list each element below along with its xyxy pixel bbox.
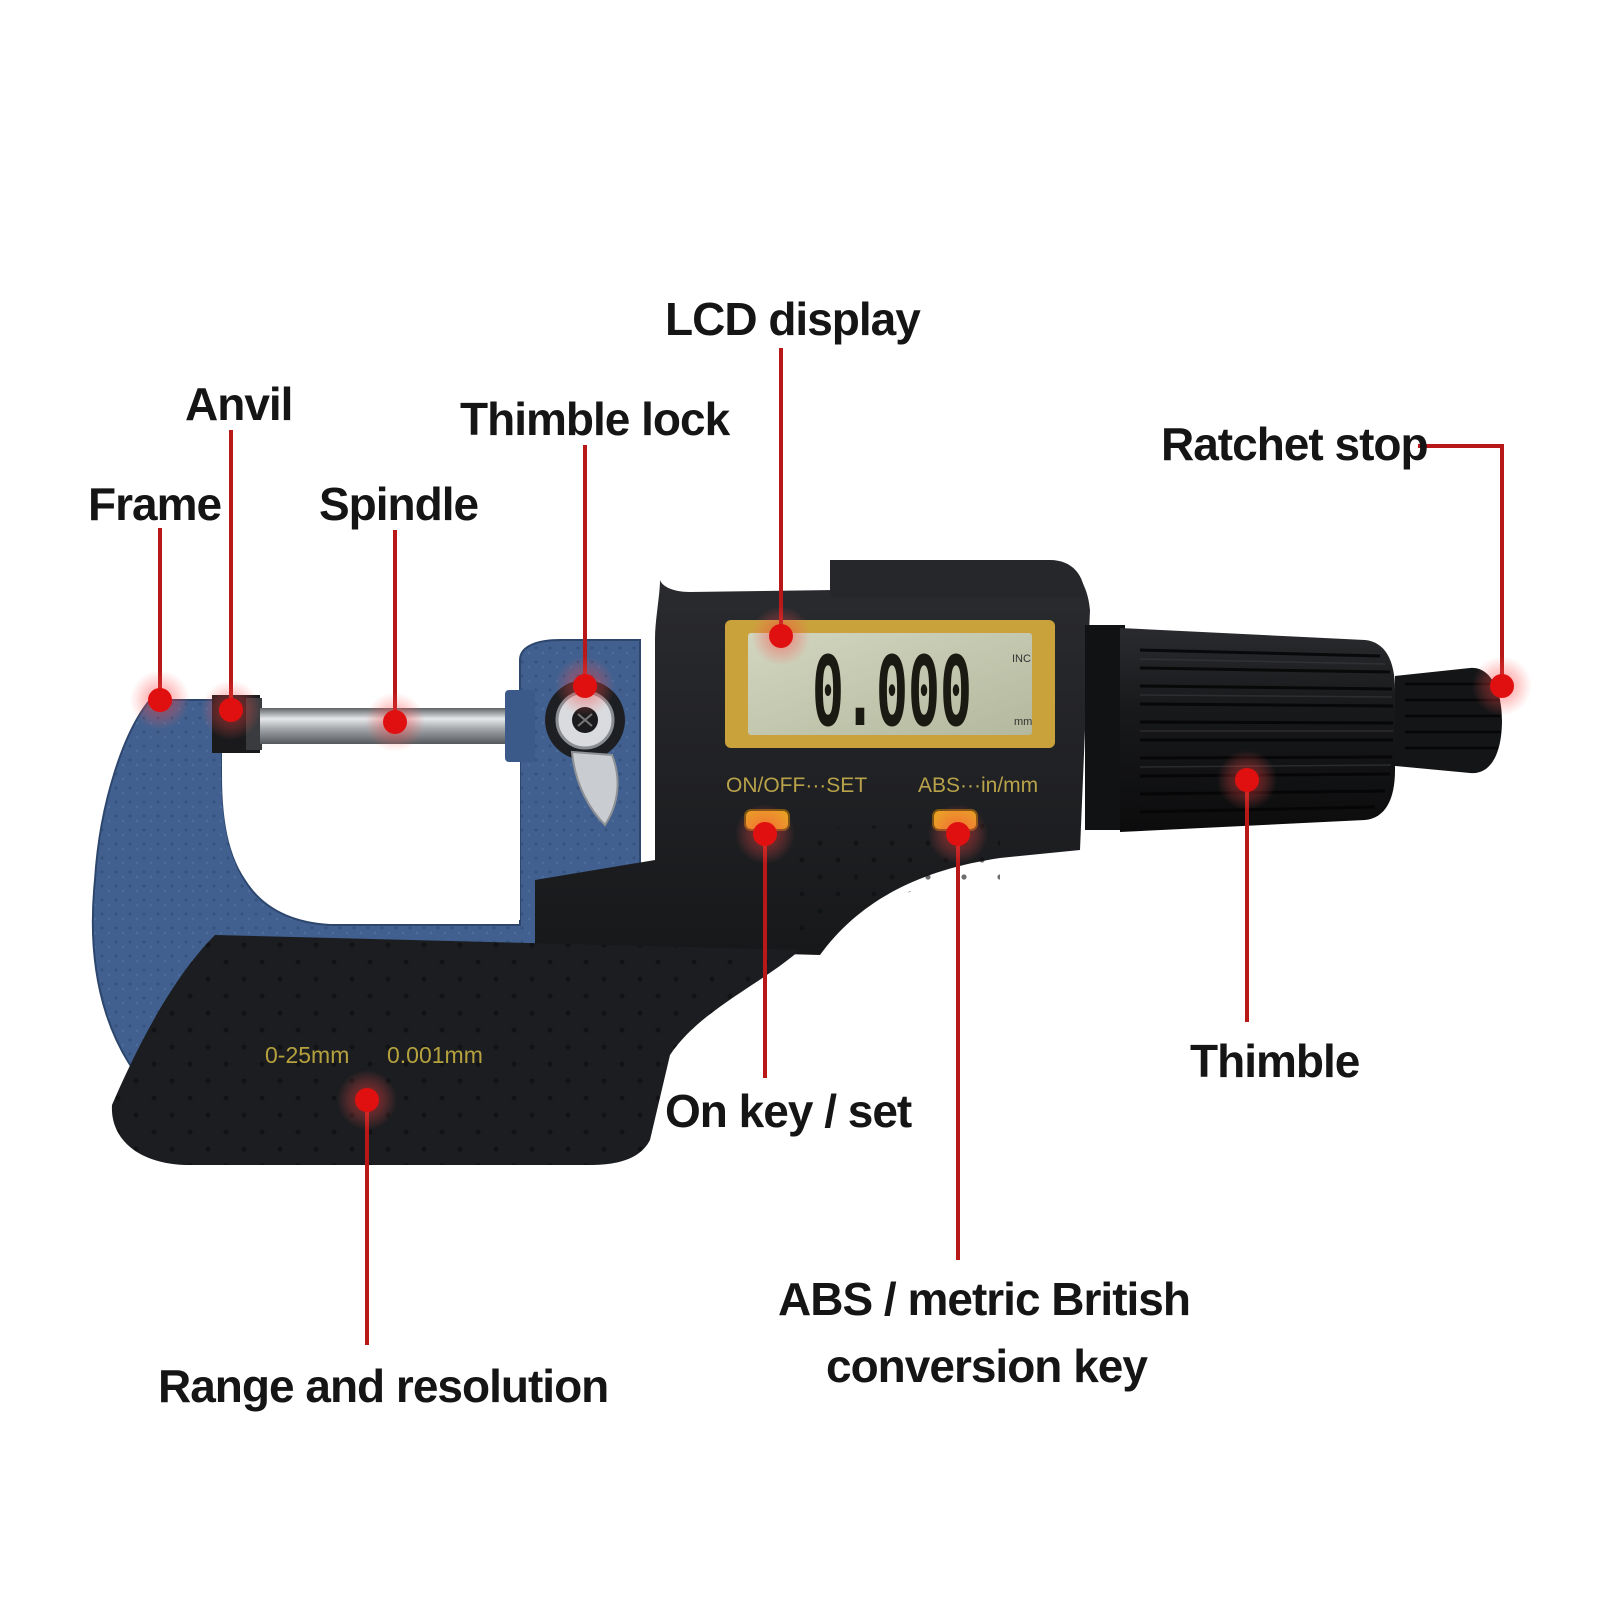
marker-ratchet-stop: [1472, 656, 1532, 716]
callout-labels: Frame Anvil Spindle Thimble lock LCD dis…: [88, 293, 1429, 1412]
resolution-text: 0.001mm: [387, 1042, 483, 1068]
label-spindle: Spindle: [319, 478, 479, 530]
marker-on-key: [735, 804, 795, 864]
marker-lcd-display: [751, 606, 811, 666]
marker-frame: [130, 670, 190, 730]
label-range-resolution: Range and resolution: [158, 1360, 608, 1412]
lcd-unit-inc: INC: [1012, 653, 1031, 665]
lcd-reading: 0.000: [812, 636, 972, 748]
label-ratchet-stop: Ratchet stop: [1161, 418, 1428, 470]
key-legend-on-off-set: ON/OFF···SET: [726, 774, 867, 797]
label-thimble-lock: Thimble lock: [460, 393, 731, 445]
marker-dots: [130, 606, 1532, 1130]
marker-spindle: [365, 692, 425, 752]
frame-throat: [222, 720, 520, 920]
leader-lines: [158, 348, 1504, 1345]
range-text: 0-25mm: [265, 1042, 349, 1068]
label-frame: Frame: [88, 478, 221, 530]
spindle-sleeve: [505, 690, 535, 762]
lcd-unit-mm: mm: [1014, 716, 1032, 728]
display-housing-top: [830, 560, 1085, 598]
marker-abs-key: [928, 804, 988, 864]
label-anvil: Anvil: [185, 378, 292, 430]
label-abs-key-line2: conversion key: [826, 1340, 1148, 1392]
marker-anvil: [201, 680, 261, 740]
marker-thimble-lock: [555, 656, 615, 716]
marker-range: [337, 1070, 397, 1130]
lower-grip-dimples: [111, 935, 800, 1165]
leader-ratchet-stop: [1418, 444, 1504, 686]
label-thimble: Thimble: [1190, 1035, 1360, 1087]
label-abs-key-line1: ABS / metric British: [778, 1273, 1190, 1325]
lcd-screen: [748, 633, 1032, 735]
key-legend-abs-in-mm: ABS···in/mm: [918, 774, 1038, 797]
marker-thimble: [1217, 750, 1277, 810]
label-lcd-display: LCD display: [665, 293, 921, 345]
label-on-key-set: On key / set: [665, 1085, 912, 1137]
